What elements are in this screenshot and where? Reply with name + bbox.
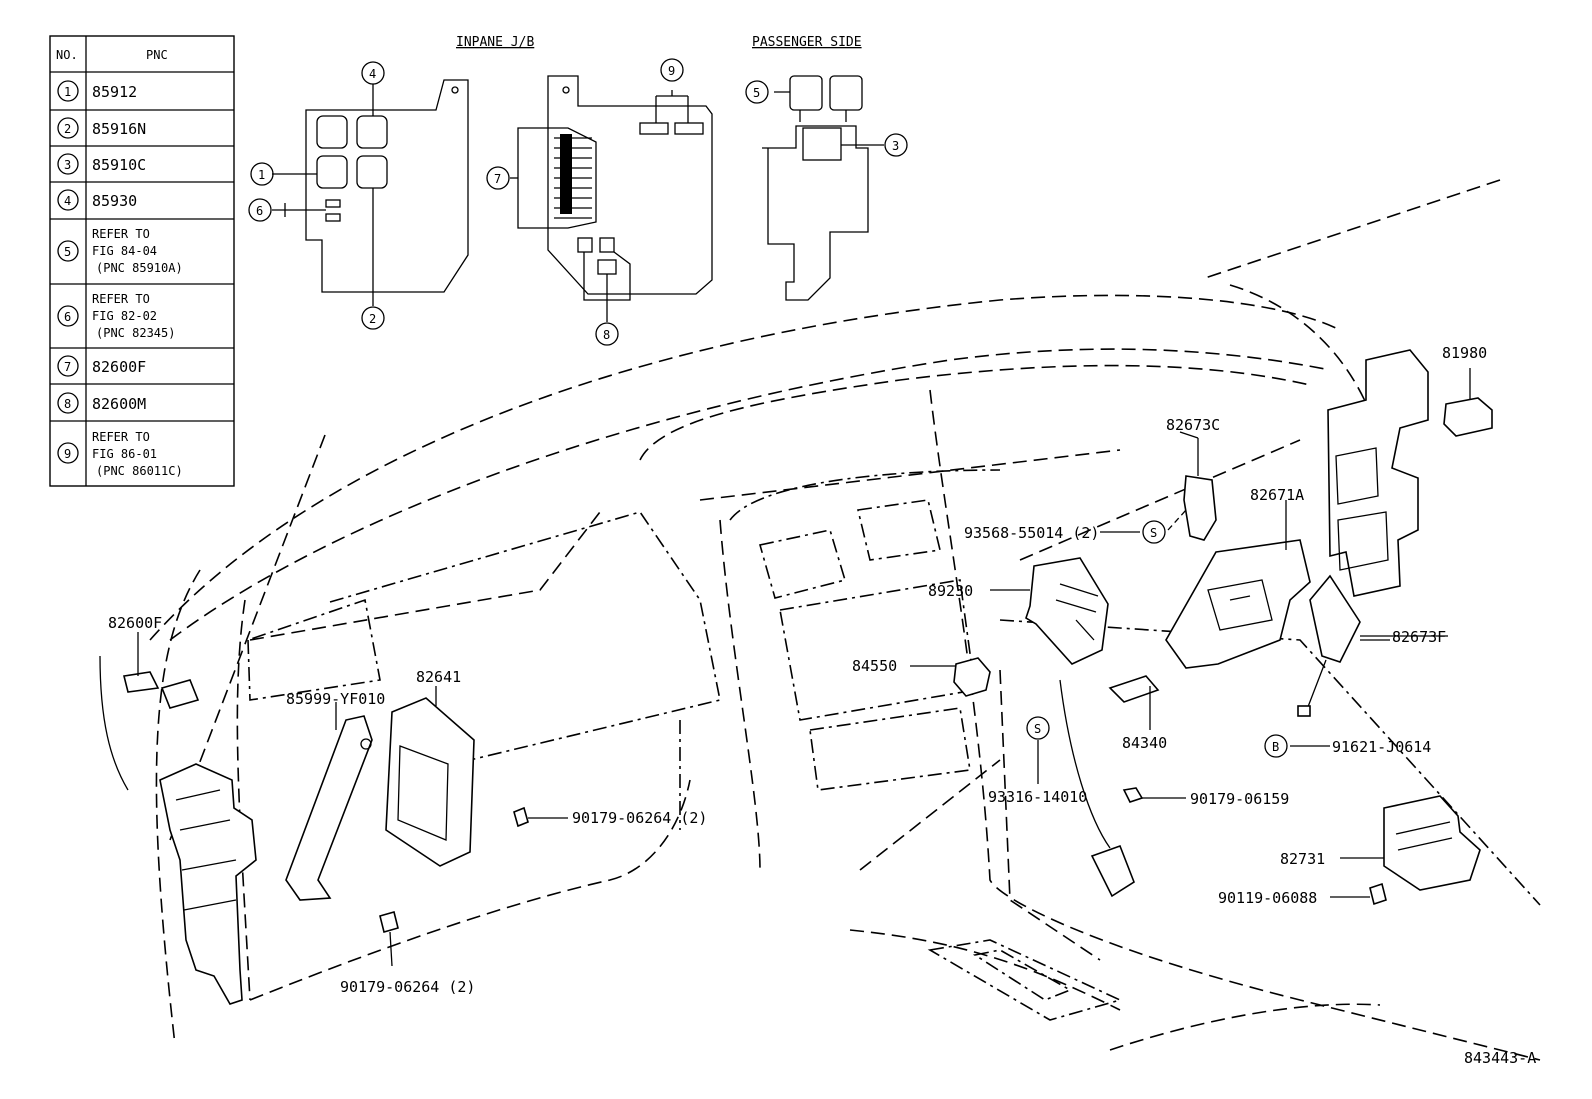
- ecu-82641: [385, 686, 475, 867]
- row-pnc-1: 85912: [92, 83, 137, 101]
- row-no-9: 9: [64, 447, 71, 461]
- label-85999-YF010: 85999-YF010: [286, 690, 385, 708]
- row-pnc-9-line-3: (PNC 86011C): [96, 464, 183, 478]
- ecu-89230: [990, 557, 1109, 665]
- connector-pins: [554, 134, 592, 219]
- callout-1-label: 1: [258, 168, 265, 182]
- switch-84550: [910, 657, 991, 697]
- label-82671A: 82671A: [1250, 486, 1304, 504]
- row-pnc-9-line-1: REFER TO: [92, 430, 150, 444]
- row-pnc-9-line-2: FIG 86-01: [92, 447, 157, 461]
- relay-81980: [1443, 368, 1493, 437]
- passenger-side-view: [762, 75, 884, 301]
- switch-84340: [1108, 675, 1160, 730]
- label-84340: 84340: [1122, 734, 1167, 752]
- marker-s-1: S: [1150, 526, 1157, 540]
- row-no-3: 3: [64, 158, 71, 172]
- connector-82600F: [99, 632, 200, 791]
- marker-b-circle: [1264, 734, 1288, 758]
- label-89230: 89230: [928, 582, 973, 600]
- label-82641: 82641: [416, 668, 461, 686]
- callout-2: [361, 306, 385, 330]
- nut-90179-06264-lower: [379, 911, 399, 967]
- row-pnc-6-line-3: (PNC 82345): [96, 326, 175, 340]
- callout-7: [486, 166, 510, 190]
- row-pnc-2: 85916N: [92, 120, 146, 138]
- callout-8-label: 8: [603, 328, 610, 342]
- brake-pedal: [1059, 679, 1135, 898]
- heading-inpane-jb: INPANE J/B: [456, 35, 534, 50]
- row-no-4: 4: [64, 194, 71, 208]
- callout-6: [248, 198, 272, 222]
- marker-s-2: S: [1034, 722, 1041, 736]
- marker-b: B: [1272, 740, 1279, 754]
- callout-3-label: 3: [892, 139, 899, 153]
- label-81980: 81980: [1442, 344, 1487, 362]
- callout-9: [660, 58, 684, 82]
- callout-6-label: 6: [256, 204, 263, 218]
- label-93568-55014: 93568-55014 (2): [964, 524, 1099, 542]
- callout-8: [595, 322, 619, 346]
- junction-block-82731: [1340, 795, 1481, 891]
- table-header-no: NO.: [56, 48, 78, 62]
- heading-passenger-side: PASSENGER SIDE: [752, 35, 862, 50]
- label-90179-06159: 90179-06159: [1190, 790, 1289, 808]
- row-no-5: 5: [64, 245, 71, 259]
- screw-90119-06088: [1330, 882, 1387, 906]
- bracket-82673C: [1167, 438, 1217, 541]
- figure-id: 843443-A: [1464, 1049, 1536, 1067]
- callout-circles: [248, 58, 908, 346]
- row-pnc-6-line-1: REFER TO: [92, 292, 150, 306]
- row-no-2: 2: [64, 122, 71, 136]
- right-relay-block: [1327, 349, 1429, 597]
- label-82600F: 82600F: [108, 614, 162, 632]
- misc-leaders: [1179, 431, 1448, 637]
- row-pnc-4: 85930: [92, 192, 137, 210]
- callout-5: [745, 80, 769, 104]
- callout-2-label: 2: [369, 312, 376, 326]
- marker-s-circle-2: [1026, 716, 1050, 740]
- callout-4-label: 4: [369, 67, 376, 81]
- row-pnc-3: 85910C: [92, 156, 146, 174]
- row-pnc-6-line-2: FIG 82-02: [92, 309, 157, 323]
- row-no-8: 8: [64, 397, 71, 411]
- marker-s-circle-1: [1142, 520, 1166, 544]
- label-93316-14010: 93316-14010: [988, 788, 1087, 806]
- label-82673F: 82673F: [1392, 628, 1446, 646]
- bracket-85999-YF010: [285, 702, 373, 901]
- label-90179-06264-upper: 90179-06264 (2): [572, 809, 707, 827]
- junction-block-82671A: [1165, 500, 1311, 669]
- callout-3: [884, 133, 908, 157]
- row-number-circles: [57, 80, 79, 464]
- label-91621-J0614: 91621-J0614: [1332, 738, 1431, 756]
- row-no-7: 7: [64, 360, 71, 374]
- label-90179-06264-lower: 90179-06264 (2): [340, 978, 475, 996]
- row-no-1: 1: [64, 85, 71, 99]
- label-82673C: 82673C: [1166, 416, 1220, 434]
- row-pnc-8: 82600M: [92, 395, 146, 413]
- callout-4: [361, 61, 385, 85]
- callout-7-label: 7: [494, 172, 501, 186]
- nut-90179-06159: [1122, 787, 1186, 803]
- row-pnc-5-line-3: (PNC 85910A): [96, 261, 183, 275]
- row-pnc-5-line-2: FIG 84-04: [92, 244, 157, 258]
- row-pnc-5-line-1: REFER TO: [92, 227, 150, 241]
- bracket-82673F: [1297, 574, 1390, 717]
- left-junction-block: [159, 763, 257, 1005]
- nut-90179-06264-upper: [513, 806, 568, 828]
- label-90119-06088: 90119-06088: [1218, 889, 1317, 907]
- callout-5-label: 5: [753, 86, 760, 100]
- callout-1: [250, 162, 274, 186]
- row-pnc-7: 82600F: [92, 358, 146, 376]
- table-header-pnc: PNC: [146, 48, 168, 62]
- inpane-jb-left-view: [272, 79, 469, 306]
- label-84550: 84550: [852, 657, 897, 675]
- callout-9-label: 9: [668, 64, 675, 78]
- pnc-table: NO. PNC 1 2 3 4 5 6 7 8 9 85912 85916N 8…: [49, 35, 235, 487]
- row-no-6: 6: [64, 310, 71, 324]
- inpane-jb-right-view: [510, 75, 713, 322]
- label-82731: 82731: [1280, 850, 1325, 868]
